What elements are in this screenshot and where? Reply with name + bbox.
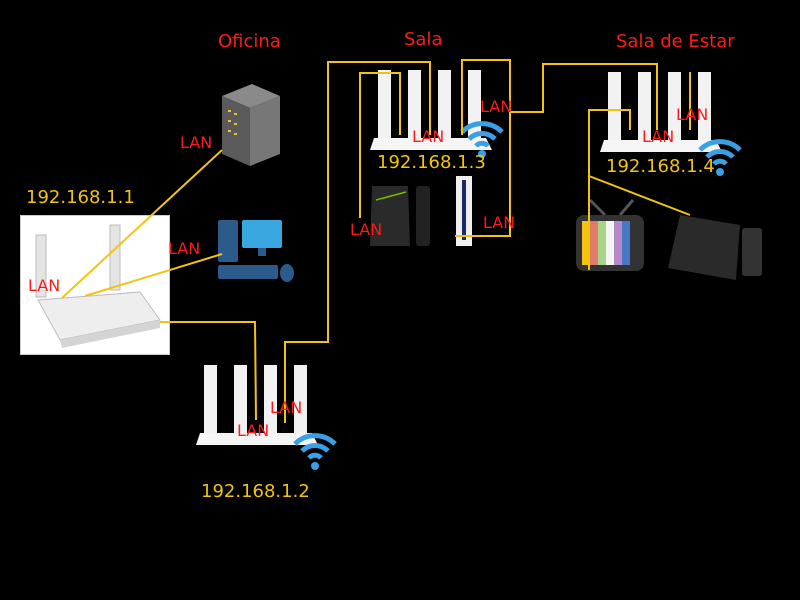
room-title-living: Sala xyxy=(404,29,443,50)
router-4-lan-label-2: LAN xyxy=(642,127,675,146)
router-3-lan-label-2: LAN xyxy=(480,97,513,116)
desktop-computer-icon xyxy=(218,220,294,282)
router-2-ip: 192.168.1.2 xyxy=(201,481,310,502)
router-3-ip: 192.168.1.3 xyxy=(377,152,486,173)
room-title-family: Sala de Estar xyxy=(616,31,735,52)
shield-lan-label: LAN xyxy=(350,220,383,239)
main-router-lan-label: LAN xyxy=(28,276,61,295)
router-3-lan-label-1: LAN xyxy=(412,127,445,146)
server-lan-label: LAN xyxy=(180,133,213,152)
router-2-lan-label-2: LAN xyxy=(237,421,270,440)
room-title-office: Oficina xyxy=(218,31,281,52)
router-4-lan-label-1: LAN xyxy=(676,105,709,124)
router-2-lan-label-1: LAN xyxy=(270,398,303,417)
console-lan-label: LAN xyxy=(483,213,516,232)
cables xyxy=(61,59,691,423)
main-router-ip: 192.168.1.1 xyxy=(26,187,135,208)
desktop-lan-label: LAN xyxy=(168,239,201,258)
game-console-icon xyxy=(456,176,472,246)
server-icon xyxy=(222,84,280,166)
media-streamer-icon xyxy=(370,186,430,246)
tv-icon xyxy=(576,198,644,271)
main-router-icon xyxy=(35,224,161,348)
tv-box-icon xyxy=(668,215,762,280)
router-4-ip: 192.168.1.4 xyxy=(606,156,715,177)
